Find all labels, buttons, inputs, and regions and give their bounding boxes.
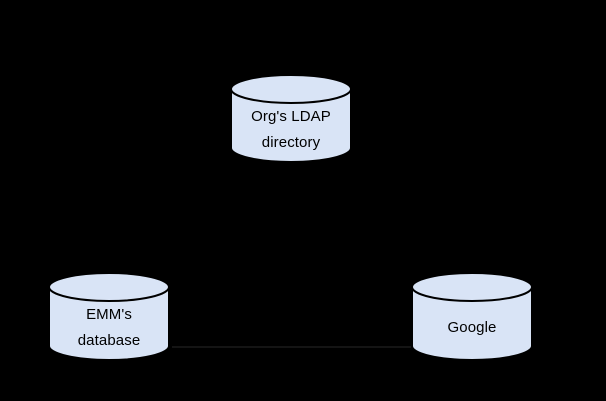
- node-label-google: Google: [411, 300, 533, 355]
- node-label-line: database: [77, 331, 141, 349]
- node-label-emms-database: EMM's database: [48, 300, 170, 355]
- database-cylinder-icon: [230, 74, 352, 163]
- node-label-line: Google: [447, 318, 497, 336]
- connector-emm-to-google: [172, 346, 411, 348]
- node-label-orgs-ldap-directory: Org's LDAP directory: [230, 102, 352, 157]
- node-orgs-ldap-directory: Org's LDAP directory: [230, 74, 352, 164]
- node-label-line: directory: [261, 133, 321, 151]
- node-label-line: Org's LDAP: [251, 107, 331, 125]
- node-emms-database: EMM's database: [48, 272, 170, 362]
- database-cylinder-icon: [48, 272, 170, 361]
- node-label-line: EMM's: [86, 305, 132, 323]
- node-google: Google: [411, 272, 533, 362]
- database-cylinder-icon: [411, 272, 533, 361]
